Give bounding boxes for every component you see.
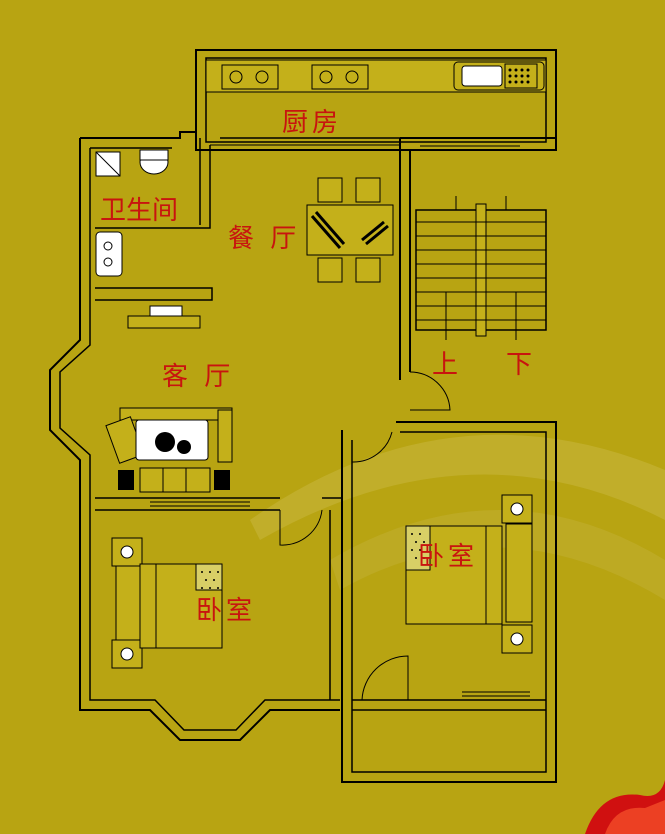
dining-label: 餐 厅 (228, 224, 301, 254)
living-label: 客 厅 (162, 362, 235, 392)
decorative-swoosh (250, 434, 665, 540)
kitchen-label: 厨房 (282, 108, 343, 138)
stairs-up-label: 上 (432, 350, 463, 380)
bathroom-fixtures (95, 149, 169, 277)
sofa-set (105, 407, 233, 493)
tv-cabinet (127, 305, 201, 329)
staircase (415, 196, 547, 340)
stairs-down-label: 下 (506, 350, 537, 380)
bedroom-right-label: 卧室 (418, 542, 479, 572)
bedroom-left-label: 卧室 (196, 596, 257, 626)
red-corner-accent-highlight (605, 800, 665, 834)
main-walls (49, 131, 557, 741)
dining-table (306, 177, 394, 283)
left-bed (111, 537, 223, 669)
right-bed (405, 494, 533, 654)
right-unit-walls (341, 421, 557, 783)
kitchen-walls (195, 49, 557, 151)
bathroom-label: 卫生间 (100, 196, 179, 226)
